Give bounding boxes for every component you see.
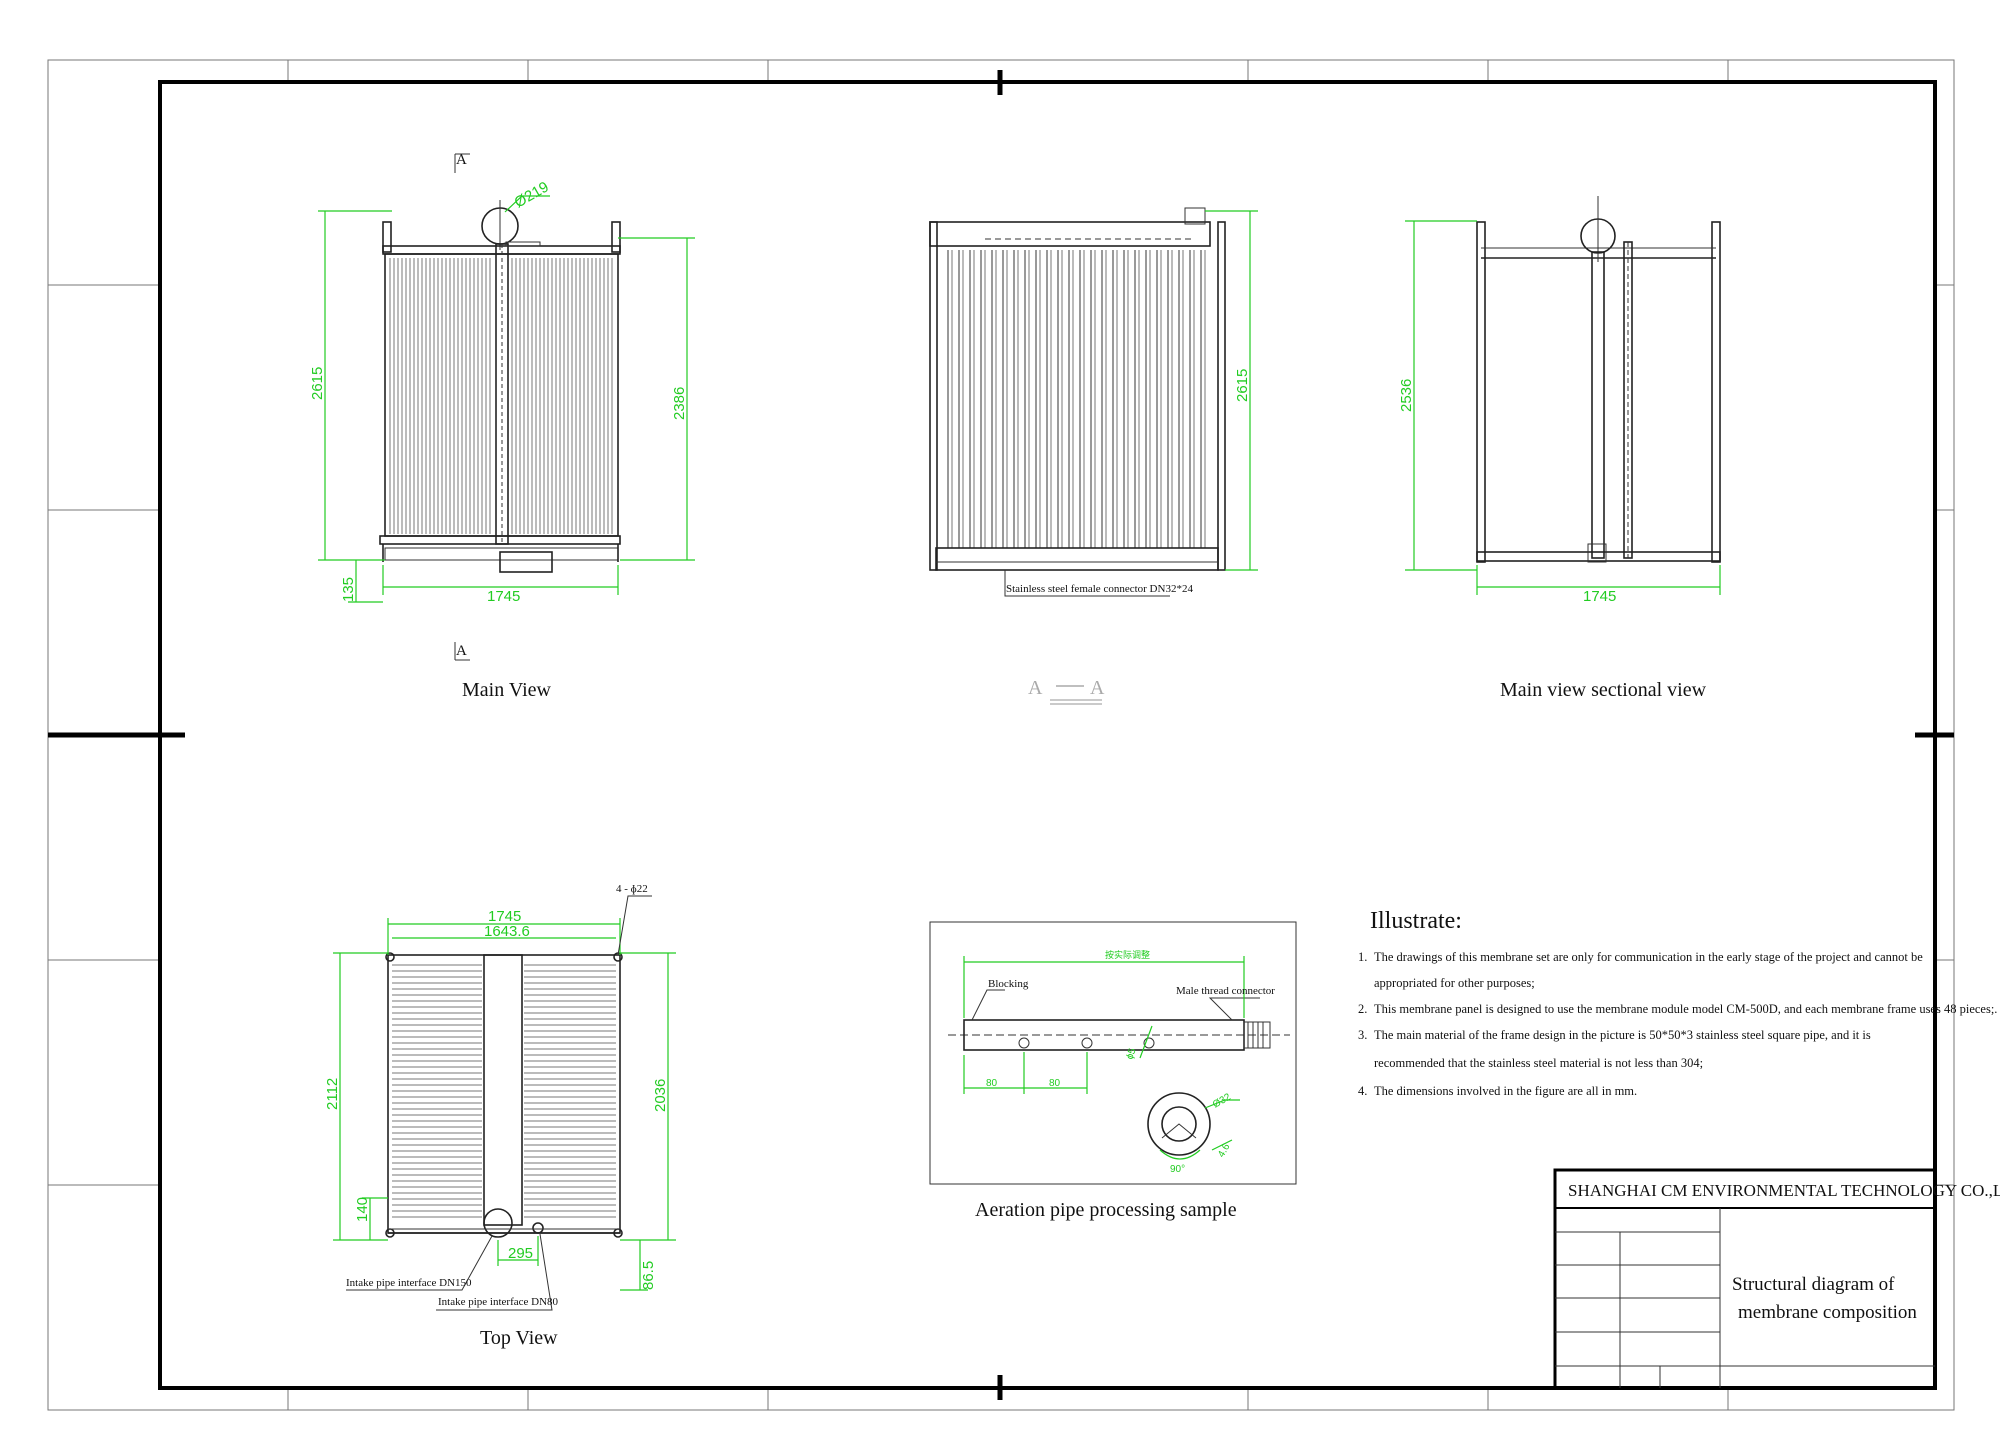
note-1-line2: appropriated for other purposes;: [1374, 976, 1535, 990]
note-2-line1: This membrane panel is designed to use t…: [1374, 1002, 1997, 1016]
dim-top-width-outer: 1745: [488, 908, 521, 925]
male-thread-label: Male thread connector: [1176, 985, 1275, 997]
note-2-num: 2.: [1358, 1002, 1367, 1016]
dim-aeration-spacing2: 80: [1049, 1078, 1061, 1089]
section-mark-top: A: [456, 152, 467, 168]
dim-main-height-right: 2386: [671, 387, 688, 420]
section-aa-title: A A: [1028, 677, 1105, 705]
note-4-num: 4.: [1358, 1084, 1367, 1098]
dim-aeration-small1: Ø32: [1211, 1091, 1233, 1110]
note-4-line1: The dimensions involved in the figure ar…: [1374, 1084, 1637, 1098]
blocking-label: Blocking: [988, 978, 1029, 990]
svg-text:A: A: [1090, 677, 1105, 699]
drawing-title-line2: membrane composition: [1738, 1302, 1917, 1323]
aeration-dimensions: 按实际调整 80 80 ɸ5 90° Ø32 4.6: [963, 949, 1245, 1175]
top-view-dimensions: 1745 1643.6 2112 2036 140 295 86.5: [324, 908, 676, 1291]
note-1-num: 1.: [1358, 950, 1367, 964]
dim-aeration-small2: 4.6: [1216, 1142, 1233, 1160]
dim-main-width: 1745: [487, 588, 520, 605]
section-mark-bottom: A: [456, 643, 467, 659]
dim-top-width-inner: 1643.6: [484, 923, 530, 940]
main-view-drawing: A A: [379, 152, 621, 661]
dim-main-bottom: 135: [340, 577, 357, 602]
dim-aeration-top: 按实际调整: [1105, 949, 1150, 960]
dim-aeration-hole: ɸ5: [1124, 1046, 1138, 1061]
dim-top-bottom-right: 86.5: [640, 1261, 657, 1290]
sectional-view-drawing: [1476, 196, 1721, 563]
aeration-title: Aeration pipe processing sample: [975, 1199, 1237, 1221]
company-name: SHANGHAI CM ENVIRONMENTAL TECHNOLOGY CO.…: [1568, 1181, 2000, 1200]
notes-heading: Illustrate:: [1370, 908, 1462, 934]
top-view-title: Top View: [480, 1327, 558, 1349]
dn80-callout: Intake pipe interface DN80: [438, 1296, 559, 1308]
sectional-view-title: Main view sectional view: [1500, 679, 1707, 701]
dim-top-height-right: 2036: [652, 1079, 669, 1112]
note-3-num: 3.: [1358, 1028, 1367, 1042]
dim-top-height-left: 2112: [324, 1078, 341, 1110]
svg-text:A: A: [1028, 677, 1043, 699]
top-view-fins: [392, 964, 616, 1218]
dim-aa-height: 2615: [1234, 369, 1251, 402]
dim-main-pipe: Ø219: [512, 178, 552, 211]
sectional-view-dimensions: 2536 1745: [1398, 220, 1721, 605]
dim-aeration-angle: 90°: [1170, 1164, 1185, 1175]
aeration-sample-box: [929, 921, 1297, 1185]
notes-block: Illustrate: 1. The drawings of this memb…: [1358, 908, 1997, 1098]
main-view-title: Main View: [462, 679, 552, 701]
holes-callout: 4 - ɸ22: [616, 883, 648, 895]
panel-fins: [947, 250, 1206, 548]
dim-aeration-spacing1: 80: [986, 1078, 998, 1089]
female-connector-leader: [1004, 570, 1170, 597]
drawing-title-line1: Structural diagram of: [1732, 1274, 1895, 1295]
title-block: SHANGHAI CM ENVIRONMENTAL TECHNOLOGY CO.…: [1553, 1168, 2000, 1390]
section-aa-dimensions: 2615: [1205, 210, 1258, 571]
dim-top-bottom-left: 140: [354, 1197, 371, 1222]
top-view-drawing: [385, 952, 623, 1238]
dim-main-height-left: 2615: [309, 367, 326, 400]
dn80-leader: [436, 1233, 553, 1311]
dn150-leader: [346, 1235, 493, 1291]
dn150-callout: Intake pipe interface DN150: [346, 1277, 472, 1289]
dim-sectional-height: 2536: [1398, 379, 1415, 412]
section-aa-drawing: [929, 207, 1226, 571]
membrane-fins: [389, 258, 613, 534]
female-connector-callout: Stainless steel female connector DN32*24: [1006, 583, 1193, 595]
dim-top-gap: 295: [508, 1245, 533, 1262]
holes-leader: [617, 895, 652, 956]
dim-sectional-width: 1745: [1583, 588, 1616, 605]
note-3-line2: recommended that the stainless steel mat…: [1374, 1056, 1703, 1070]
note-1-line1: The drawings of this membrane set are on…: [1374, 950, 1923, 964]
note-3-line1: The main material of the frame design in…: [1374, 1028, 1871, 1042]
inner-frame: [48, 70, 1954, 1400]
